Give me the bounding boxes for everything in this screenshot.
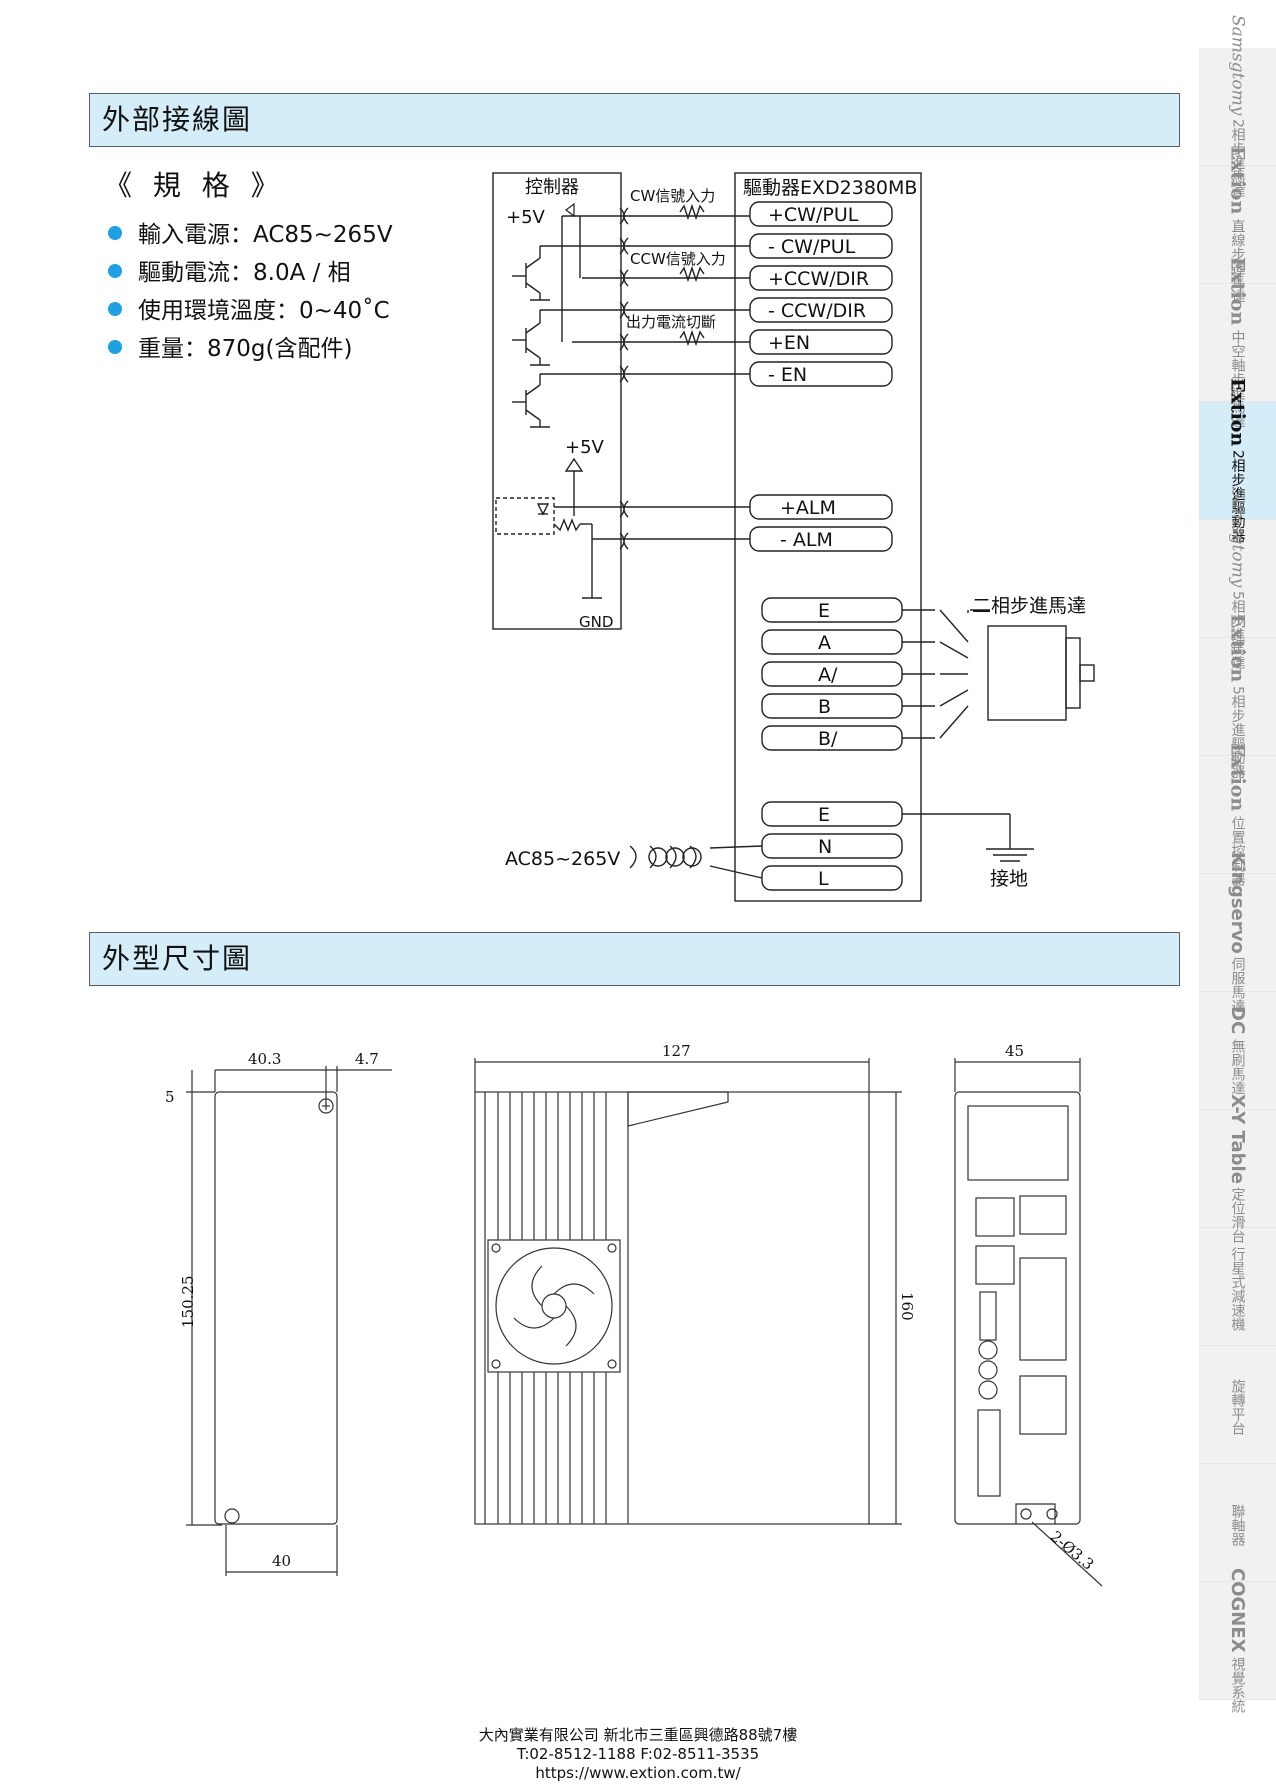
spec-item: 輸入電源：AC85~265V — [108, 216, 393, 254]
side-tab[interactable]: 行星式減速機 — [1199, 1228, 1276, 1346]
ccw-signal-label: CCW信號入力 — [630, 250, 726, 268]
side-tab[interactable]: 旋轉平台 — [1199, 1346, 1276, 1464]
end-view — [954, 1091, 1081, 1525]
dim-side-top: 5 — [165, 1088, 175, 1106]
gnd-label: GND — [579, 613, 613, 631]
spec-item: 驅動電流：8.0A / 相 — [108, 254, 393, 292]
dim-hole: 2-Ø3.3 — [1047, 1527, 1097, 1573]
dim-front-width: 127 — [662, 1042, 691, 1060]
terminal-label: +CCW/DIR — [768, 268, 869, 290]
terminal-label: - CCW/DIR — [768, 300, 866, 322]
power-terminal-label: L — [818, 868, 829, 890]
power-terminal-label: E — [818, 804, 830, 826]
terminal-label: +CW/PUL — [768, 204, 859, 226]
motor-label: 二相步進馬達 — [972, 595, 1086, 617]
motor-terminal-label: B — [818, 696, 831, 718]
motor-terminal-label: A/ — [818, 664, 838, 686]
terminal-label: - EN — [768, 364, 807, 386]
cw-signal-label: CW信號入力 — [630, 187, 715, 205]
power-input-label: AC85~265V — [505, 848, 620, 870]
side-tab[interactable]: 聯軸器 — [1199, 1464, 1276, 1582]
plus5v-lower-label: +5V — [565, 437, 605, 458]
section-title-wiring: 外部接線圖 — [89, 93, 1180, 147]
spec-item: 重量：870g(含配件) — [108, 330, 393, 368]
motor-body — [987, 625, 1067, 721]
driver-label: 驅動器EXD2380MB — [743, 177, 917, 199]
alarm-terminal-label: +ALM — [780, 497, 836, 519]
current-off-label: 出力電流切斷 — [626, 313, 716, 331]
side-view — [214, 1091, 338, 1525]
dim-front-height: 160 — [898, 1292, 916, 1321]
footer-address: 大內實業有限公司 新北市三重區興德路88號7樓 — [478, 1726, 798, 1744]
terminal-label: - CW/PUL — [768, 236, 856, 258]
motor-terminal-label: B/ — [818, 728, 838, 750]
dim-side-offset: 4.7 — [355, 1050, 379, 1068]
motor-terminal-label: E — [818, 600, 830, 622]
bullet-icon — [108, 226, 122, 240]
spec-list: 輸入電源：AC85~265V 驅動電流：8.0A / 相 使用環境溫度：0~40… — [108, 216, 393, 368]
controller-box — [492, 172, 622, 630]
spec-item: 使用環境溫度：0~40˚C — [108, 292, 393, 330]
alarm-terminal-label: - ALM — [780, 529, 833, 551]
footer: 大內實業有限公司 新北市三重區興德路88號7樓 T:02-8512-1188 F… — [0, 1726, 1276, 1783]
footer-url[interactable]: https://www.extion.com.tw/ — [535, 1764, 741, 1782]
dim-side-bottom: 40 — [272, 1552, 291, 1570]
dim-end-width: 45 — [1005, 1042, 1024, 1060]
terminal-label: +EN — [768, 332, 810, 354]
dim-side-width: 40.3 — [248, 1050, 281, 1068]
bullet-icon — [108, 264, 122, 278]
wiring-diagram: 控制器 驅動器EXD2380MB +5V +5V GND CW信號入力 CCW信… — [492, 172, 1095, 902]
spec-title: 《 規 格 》 — [104, 169, 285, 202]
dimension-drawing: 40.3 4.7 5 150.25 40 127 160 45 2-Ø3.3 — [165, 1042, 1103, 1587]
bullet-icon — [108, 302, 122, 316]
motor-terminal-label: A — [818, 632, 831, 654]
ground-label: 接地 — [990, 868, 1028, 890]
driver-box — [734, 172, 922, 902]
power-terminal-label: N — [818, 836, 832, 858]
dim-side-height: 150.25 — [179, 1276, 197, 1329]
bullet-icon — [108, 340, 122, 354]
controller-label: 控制器 — [525, 177, 579, 198]
plus5v-label: +5V — [506, 207, 546, 228]
footer-phone: T:02-8512-1188 F:02-8511-3535 — [516, 1745, 760, 1763]
section-title-dimensions: 外型尺寸圖 — [89, 932, 1180, 986]
